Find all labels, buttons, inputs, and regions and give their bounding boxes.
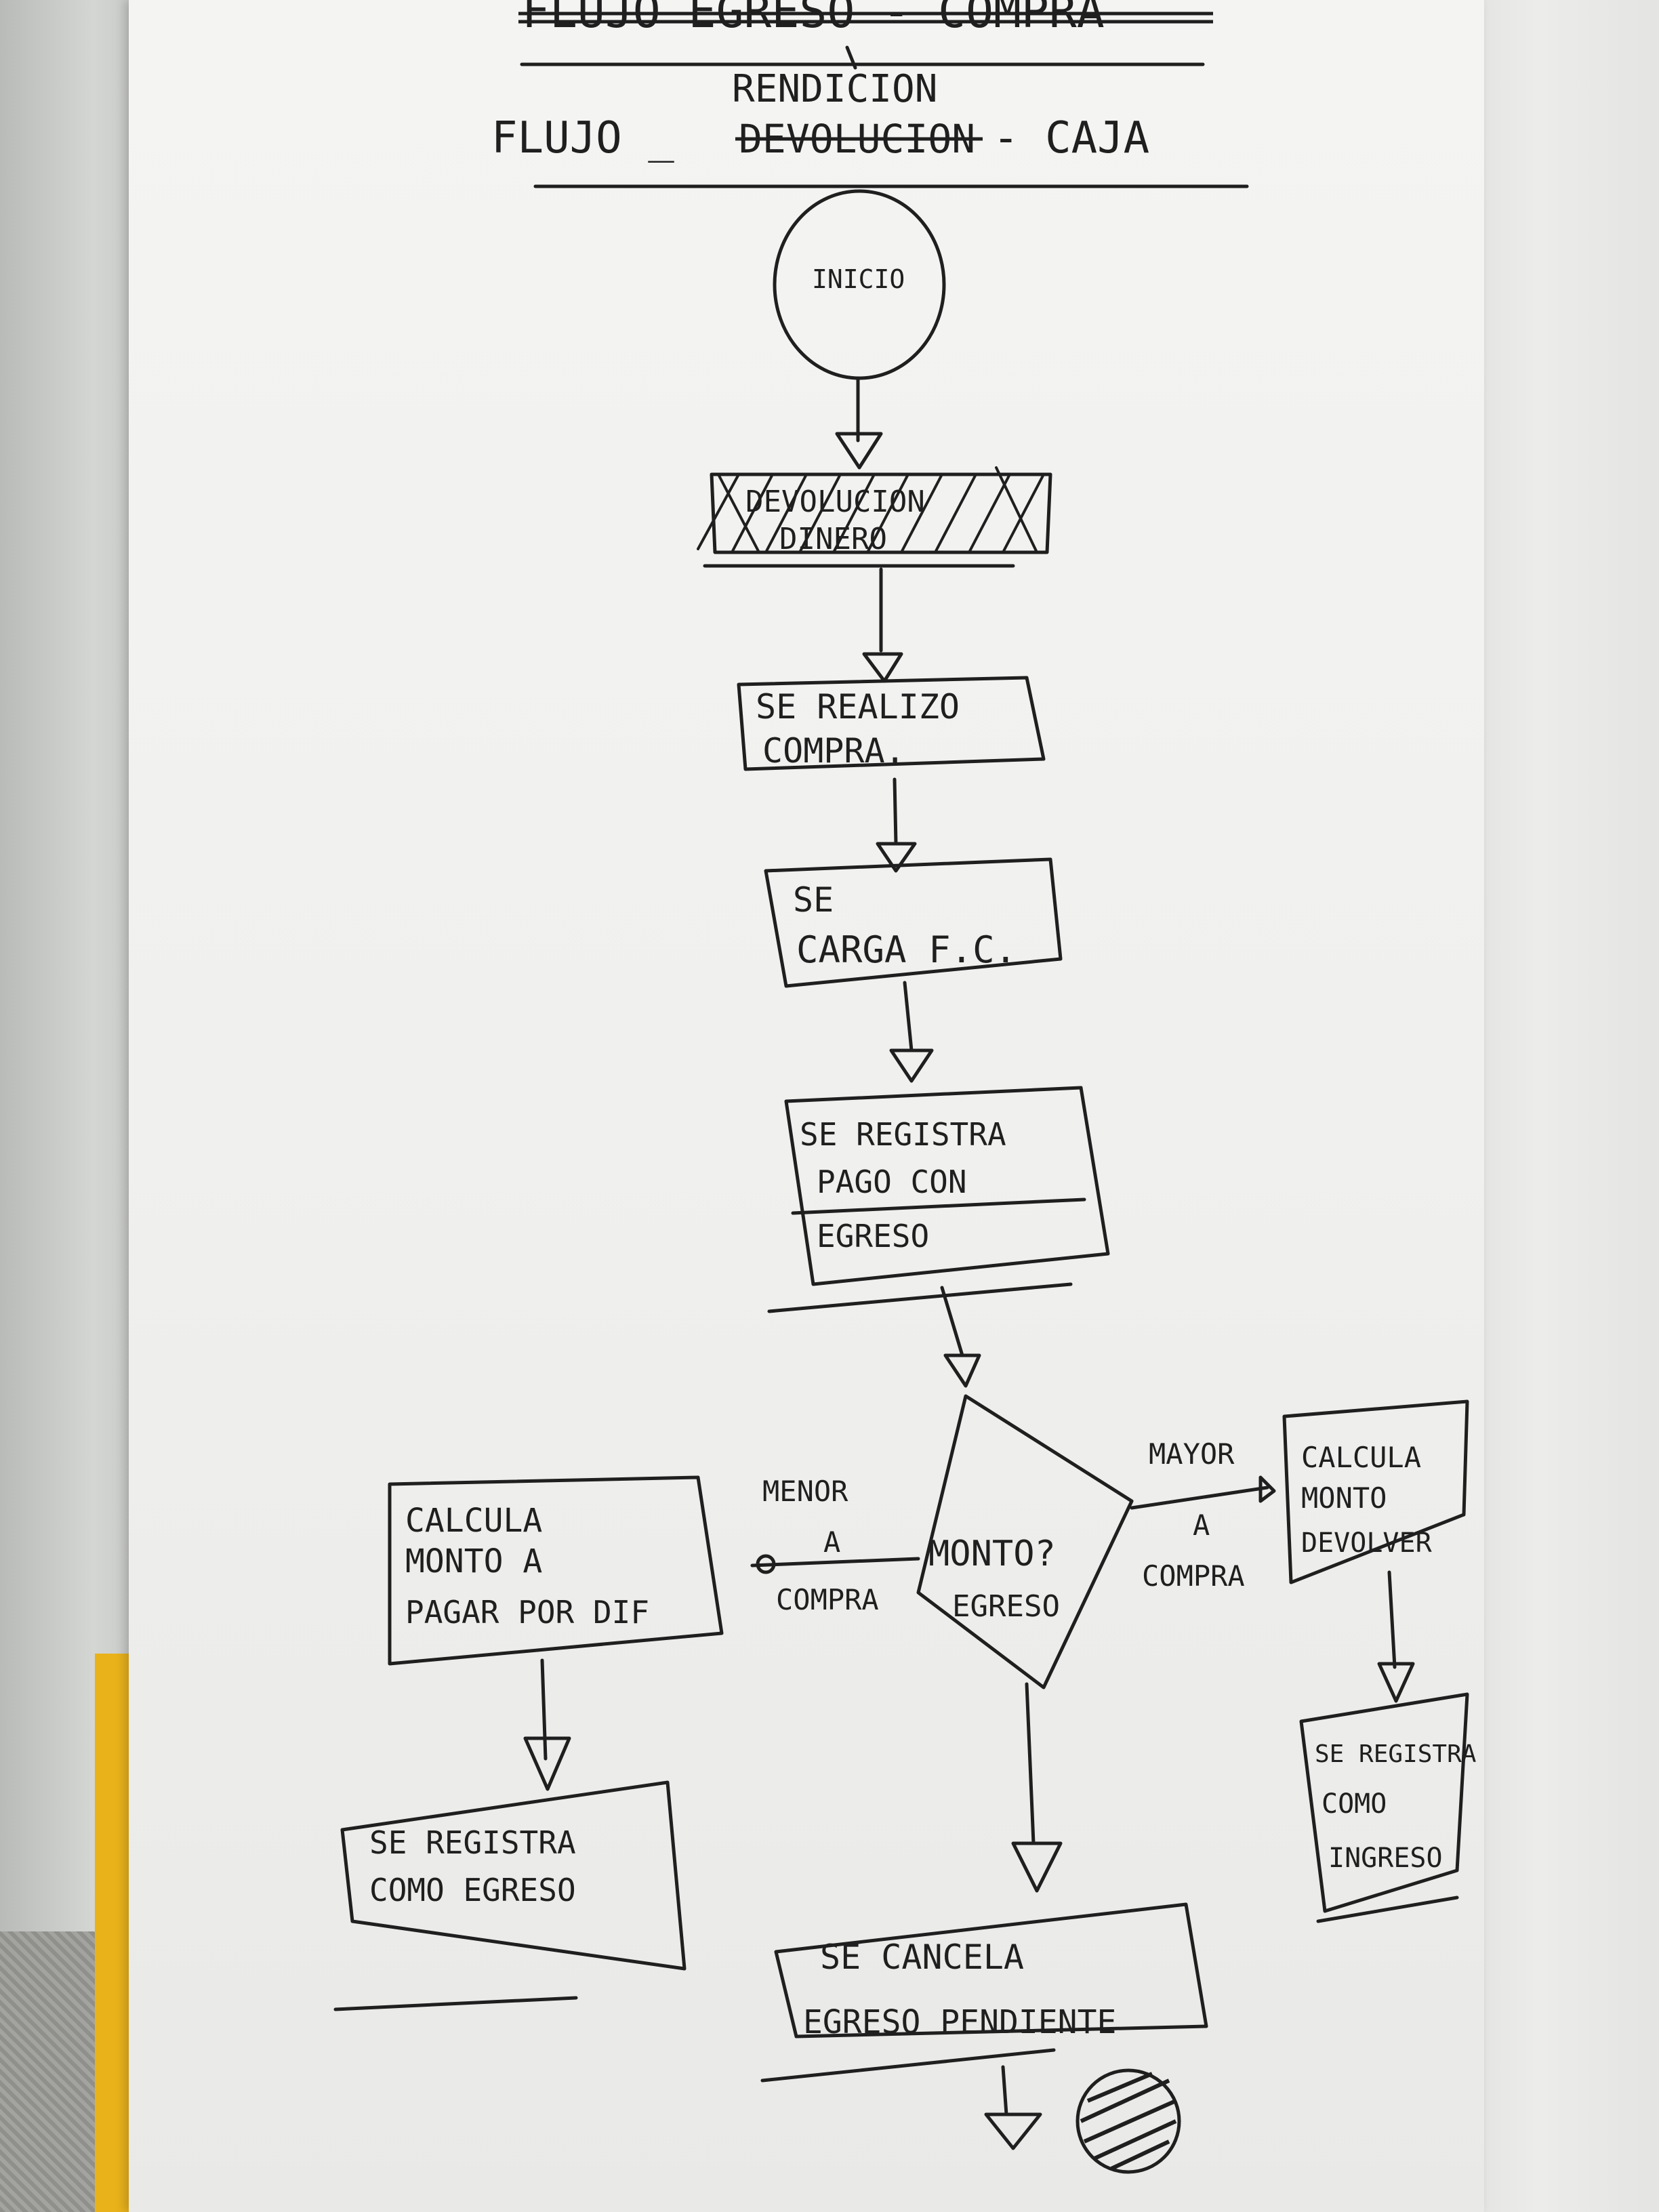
connector-right-1 <box>1387 1570 1397 1669</box>
right-calc-line-2: MONTO <box>1301 1481 1387 1515</box>
arrowhead-left-1 <box>523 1736 571 1791</box>
connector-3 <box>893 777 898 846</box>
start-label: INICIO <box>812 264 905 294</box>
right-register-underline <box>1316 1896 1459 1923</box>
arrowhead-2 <box>862 652 903 683</box>
right-branch-line <box>1130 1486 1269 1510</box>
arrowhead-1 <box>835 432 883 470</box>
right-label-line-2: A <box>1193 1509 1210 1542</box>
cancel-line-2: EGRESO PENDIENTE <box>803 2003 1116 2041</box>
step3-divider <box>791 1197 1086 1215</box>
hatch-scribble <box>697 466 1045 554</box>
left-branch-end <box>756 1554 776 1574</box>
crossed-step-line-2: DINERO <box>779 522 887 556</box>
step2-line-1: SE <box>793 880 834 920</box>
notebook-page <box>129 0 1484 2212</box>
right-branch-end <box>1258 1475 1276 1503</box>
right-register-box <box>1299 1692 1469 1913</box>
decision-diamond <box>916 1394 1134 1689</box>
right-label-line-1: MAYOR <box>1149 1437 1235 1471</box>
right-label-line-3: COMPRA <box>1142 1559 1245 1593</box>
left-register-box <box>340 1780 687 1971</box>
header-crossed-title: FLUJO EGRESO - COMPRA <box>522 0 1105 39</box>
left-register-line-2: COMO EGRESO <box>369 1872 576 1908</box>
right-register-line-3: INGRESO <box>1328 1843 1443 1874</box>
cancel-underline <box>760 2048 1056 2083</box>
arrowhead-down-1 <box>1011 1841 1063 1893</box>
insert-caret <box>845 45 857 70</box>
decision-line-2: EGRESO <box>952 1589 1060 1624</box>
crossed-step-box <box>710 472 1052 554</box>
connector-4 <box>903 981 914 1052</box>
arrowhead-3 <box>876 842 917 873</box>
left-calc-line-3: PAGAR POR DIF <box>405 1594 649 1631</box>
step1-line-1: SE REALIZO <box>756 687 960 726</box>
step3-line-3: EGRESO <box>817 1218 929 1254</box>
left-branch-line <box>750 1557 920 1568</box>
left-register-underline <box>333 1996 578 2011</box>
step3-line-2: PAGO CON <box>817 1164 967 1200</box>
left-label-line-3: COMPRA <box>776 1583 879 1616</box>
arrowhead-right-1 <box>1377 1662 1415 1703</box>
left-register-line-1: SE REGISTRA <box>369 1824 576 1861</box>
step3-box <box>784 1086 1110 1286</box>
arrowhead-end <box>984 2112 1042 2150</box>
connector-left-1 <box>540 1658 548 1761</box>
left-calc-line-2: MONTO A <box>405 1542 542 1580</box>
arrowhead-4 <box>889 1048 934 1083</box>
arrowhead-5 <box>943 1353 981 1388</box>
header-title-prefix: FLUJO _ <box>491 113 674 163</box>
step2-box <box>764 857 1063 988</box>
decision-line-1: MONTO? <box>928 1534 1056 1574</box>
right-calc-line-1: CALCULA <box>1301 1441 1421 1474</box>
right-register-line-1: SE REGISTRA <box>1315 1740 1477 1768</box>
right-register-line-2: COMO <box>1322 1788 1387 1820</box>
cancel-line-1: SE CANCELA <box>820 1938 1024 1977</box>
header-title-suffix: - CAJA <box>993 113 1149 163</box>
step1-line-2: COMPRA. <box>762 731 905 771</box>
step3-line-1: SE REGISTRA <box>800 1116 1006 1153</box>
facing-page <box>1457 0 1659 2212</box>
cancel-box <box>774 1902 1208 2039</box>
left-label-line-1: MENOR <box>762 1475 848 1508</box>
header-insert-word: RENDICION <box>732 67 937 111</box>
connector-end <box>1001 2065 1008 2116</box>
right-calc-line-3: DEVOLVER <box>1301 1528 1433 1559</box>
connector-5 <box>940 1286 964 1357</box>
left-label-line-2: A <box>823 1525 840 1559</box>
left-calc-line-1: CALCULA <box>405 1502 542 1540</box>
connector-down-1 <box>1025 1682 1036 1845</box>
step1-box <box>737 676 1046 771</box>
step2-line-2: CARGA F.C. <box>796 928 1017 971</box>
step3-underline <box>767 1282 1073 1313</box>
left-calc-box <box>388 1475 724 1666</box>
end-node <box>1076 2068 1181 2174</box>
end-node-fill <box>1080 2072 1177 2171</box>
crossed-step-line-1: DEVOLUCION <box>745 485 925 519</box>
right-calc-box <box>1282 1399 1469 1584</box>
